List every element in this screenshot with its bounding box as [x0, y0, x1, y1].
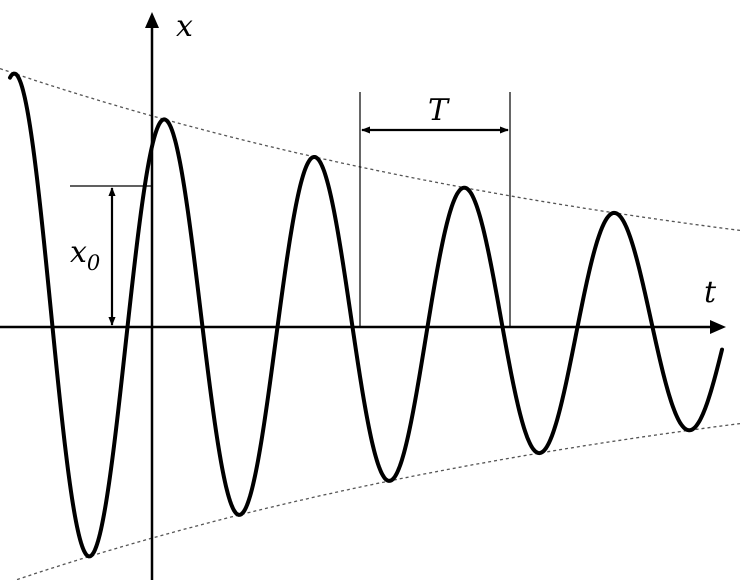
lower-envelope — [13, 422, 740, 580]
amplitude-label: x0 — [70, 235, 100, 275]
amplitude-label-subscript: 0 — [87, 251, 100, 275]
t-axis-label: t — [704, 275, 717, 310]
damped-oscillation-curve — [8, 71, 724, 559]
amplitude-label-main: x — [70, 235, 87, 270]
x-axis-label: x — [176, 9, 193, 44]
x-axis-arrowhead — [145, 12, 159, 28]
t-axis-arrowhead — [710, 320, 726, 334]
period-label: T — [428, 93, 450, 128]
